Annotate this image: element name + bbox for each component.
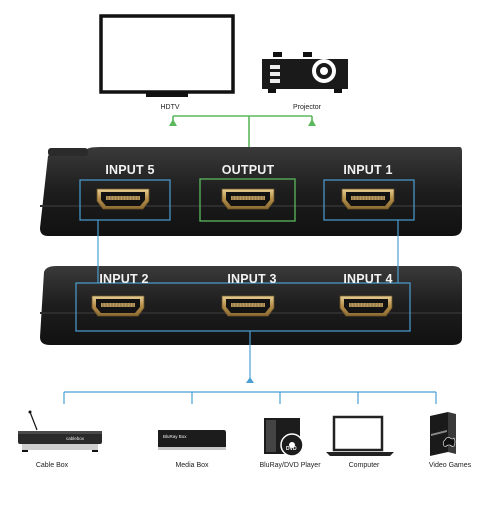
projector-label: Projector	[292, 104, 321, 111]
video-games-label: Video Games	[428, 462, 472, 469]
game-console-icon	[430, 412, 456, 456]
svg-text:DVD: DVD	[286, 446, 297, 452]
laptop-icon	[326, 415, 394, 456]
projector-icon	[262, 52, 348, 93]
hdmi-port-input5	[96, 188, 150, 210]
output-port-frame	[199, 178, 296, 222]
bluray-player-label: BluRay/DVD Player	[259, 462, 321, 469]
input3-label: INPUT 3	[227, 272, 277, 286]
arrow-from-sources	[246, 377, 254, 383]
cable-box-label: Cable Box	[35, 462, 69, 469]
input2-label: INPUT 2	[99, 272, 149, 286]
bluray-player-icon: DVD	[264, 418, 304, 457]
cable-box-icon: cablebox	[18, 410, 102, 452]
hdmi-port-input1	[341, 188, 395, 210]
input4-label: INPUT 4	[343, 272, 393, 286]
source-distribution-lines	[63, 391, 437, 404]
hdmi-port-output	[221, 188, 275, 210]
computer-label: Computer	[348, 462, 380, 469]
input5-label: INPUT 5	[105, 163, 155, 177]
cable-box-brand-text: cablebox	[66, 436, 85, 441]
input1-label: INPUT 1	[343, 163, 393, 177]
input-connection-lines	[75, 179, 415, 383]
media-box-label: Media Box	[175, 462, 209, 469]
hdmi-port-input4	[339, 295, 393, 317]
tv-icon	[99, 14, 235, 97]
arrow-to-projector	[308, 119, 316, 126]
output-label: OUTPUT	[221, 163, 275, 177]
hdmi-port-input2	[91, 295, 145, 317]
media-box-brand-text: BluRay Box	[163, 434, 187, 439]
hdtv-label: HDTV	[160, 104, 180, 111]
arrow-to-hdtv	[169, 119, 177, 126]
hdmi-port-input3	[221, 295, 275, 317]
media-box-icon: BluRay Box	[158, 430, 226, 450]
